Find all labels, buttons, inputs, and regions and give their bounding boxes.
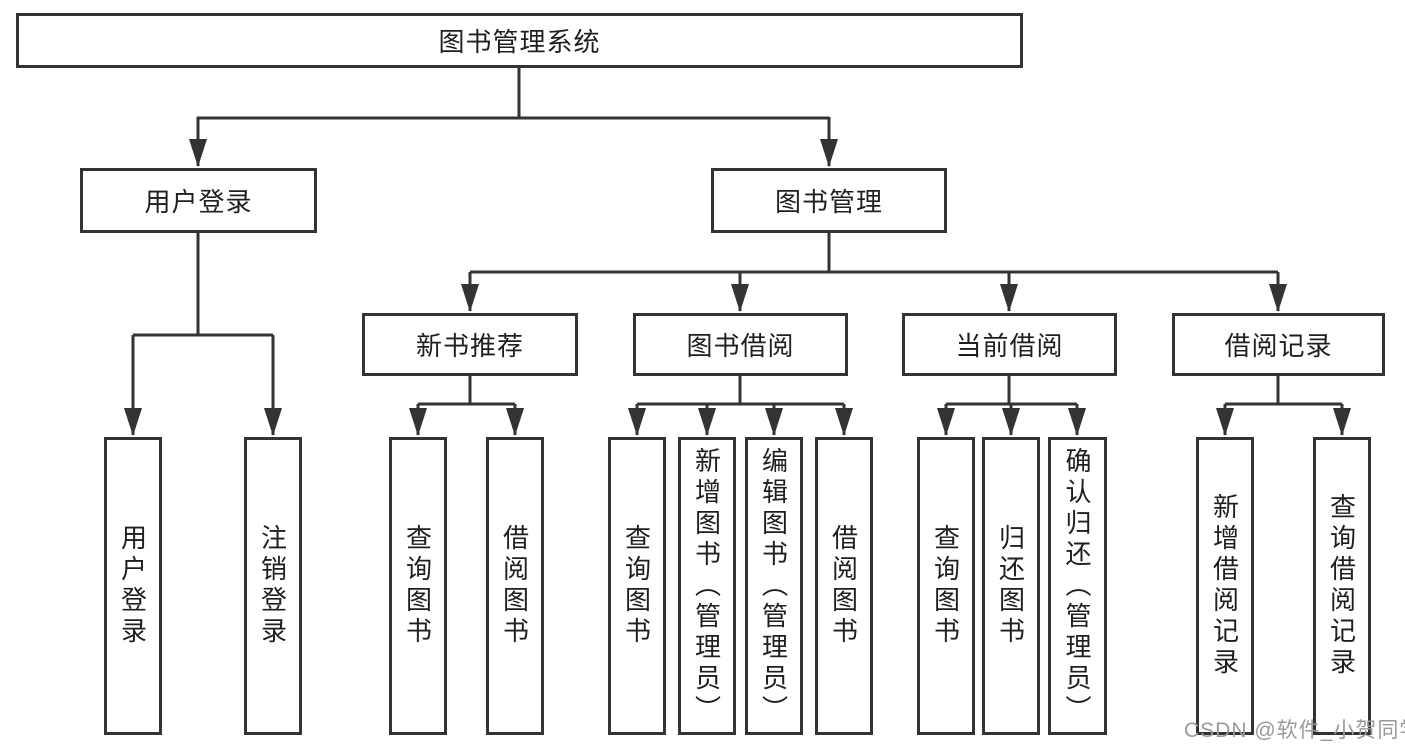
node-current-borrow: 当前借阅	[902, 313, 1117, 376]
node-book-management: 图书管理	[711, 168, 947, 233]
node-label: 新增图书（管理员）	[691, 446, 722, 726]
node-label: 注销登录	[257, 524, 288, 648]
leaf-borrow-books: 借阅图书	[815, 437, 873, 735]
connector-book-management-children	[461, 233, 1287, 312]
node-label: 借阅记录	[1224, 331, 1333, 361]
connector-root-to-level2	[189, 68, 838, 167]
leaf-confirm-return-admin: 确认归还（管理员）	[1048, 437, 1107, 735]
node-label: 借阅图书	[499, 524, 530, 648]
connector-borrow-records-children	[1216, 376, 1351, 436]
leaf-borrow-books-recommend: 借阅图书	[486, 437, 544, 735]
leaf-user-login: 用户登录	[104, 437, 162, 735]
node-label: 用户登录	[144, 187, 253, 217]
leaf-query-books-current: 查询图书	[917, 437, 975, 735]
node-label: 图书管理	[774, 187, 883, 217]
csdn-watermark: CSDN @软件_小贺同学	[1184, 719, 1405, 742]
connector-new-book-recommend-children	[409, 376, 524, 436]
leaf-query-borrow-record: 查询借阅记录	[1313, 437, 1371, 735]
leaf-add-book-admin: 新增图书（管理员）	[678, 437, 736, 735]
node-label: 查询借阅记录	[1326, 493, 1357, 679]
node-label: 查询图书	[402, 524, 433, 648]
node-user-login: 用户登录	[80, 168, 317, 233]
node-label: 归还图书	[995, 524, 1026, 648]
node-label: 编辑图书（管理员）	[758, 446, 789, 726]
node-label: 借阅图书	[828, 524, 859, 648]
node-label: 图书借阅	[686, 331, 795, 361]
node-label: 查询图书	[621, 524, 652, 648]
node-new-book-recommend: 新书推荐	[362, 313, 578, 376]
leaf-return-book: 归还图书	[982, 437, 1040, 735]
node-label: 确认归还（管理员）	[1062, 446, 1092, 726]
leaf-logout: 注销登录	[244, 437, 302, 735]
node-book-borrow: 图书借阅	[633, 313, 848, 376]
node-label: 当前借阅	[955, 331, 1064, 361]
connector-book-borrow-children	[628, 376, 853, 436]
node-borrow-records: 借阅记录	[1172, 313, 1385, 376]
leaf-query-books-recommend: 查询图书	[389, 437, 447, 735]
node-label: 新增借阅记录	[1209, 493, 1240, 679]
leaf-add-borrow-record: 新增借阅记录	[1196, 437, 1254, 735]
leaf-edit-book-admin: 编辑图书（管理员）	[745, 437, 803, 735]
node-label: 查询图书	[930, 524, 961, 648]
node-label: 新书推荐	[415, 331, 524, 361]
node-library-management-system: 图书管理系统	[16, 13, 1023, 68]
leaf-query-books-borrow: 查询图书	[608, 437, 666, 735]
node-label: 图书管理系统	[438, 27, 601, 57]
connector-current-borrow-children	[937, 376, 1086, 436]
node-label: 用户登录	[117, 524, 148, 648]
connector-user-login-children	[124, 233, 282, 436]
